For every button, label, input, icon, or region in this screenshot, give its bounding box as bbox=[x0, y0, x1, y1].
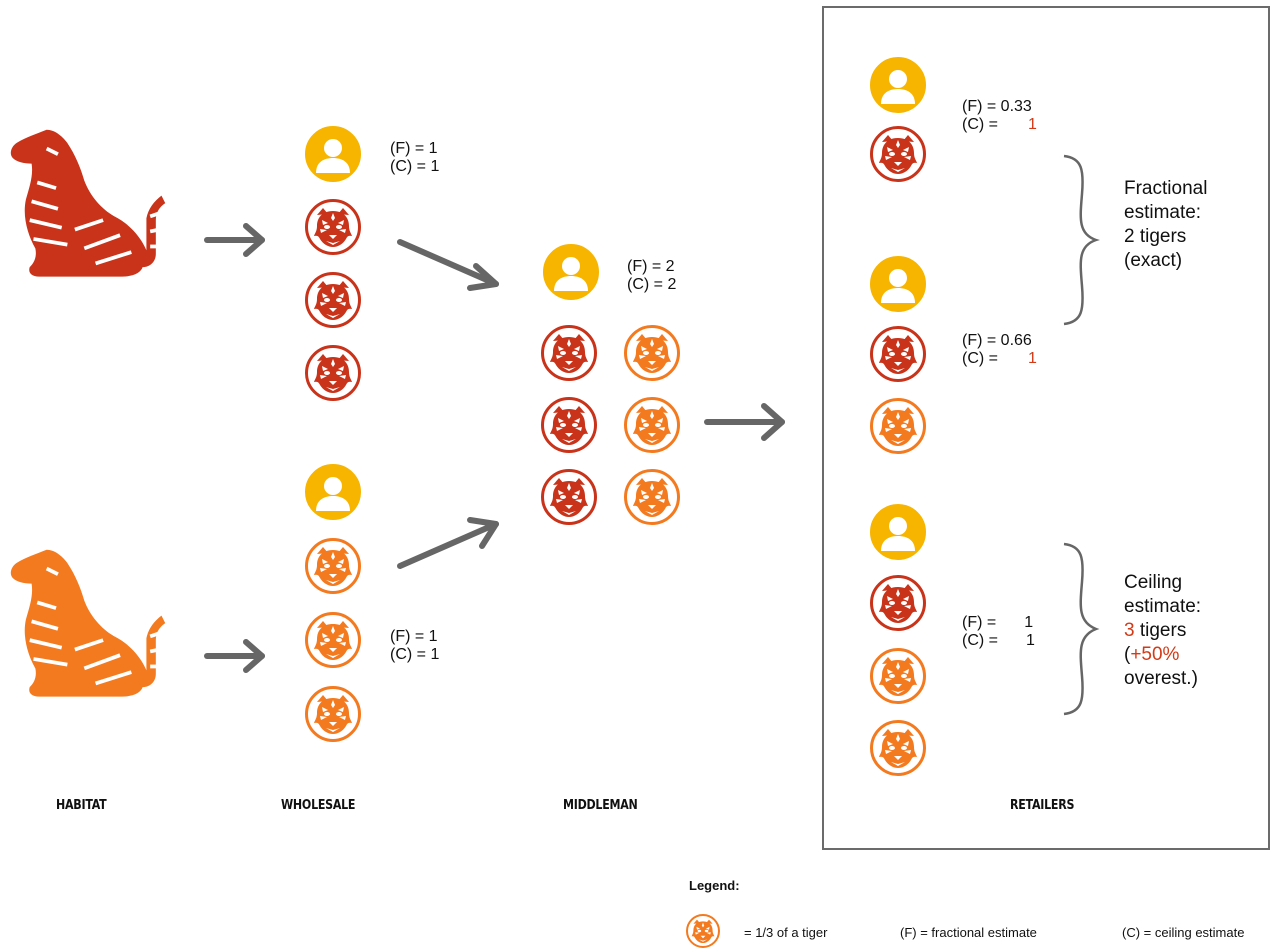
arrow-icon bbox=[397, 239, 499, 291]
fractional-summary-line: (exact) bbox=[1124, 250, 1183, 271]
tiger-face-icon bbox=[305, 345, 361, 401]
stage-label-retailers: RETAILERS bbox=[1010, 798, 1075, 813]
fractional-value: (F) = 2 bbox=[627, 258, 675, 275]
retailer-2-estimate: (F) = 0.66 (C) = 1 bbox=[962, 332, 1037, 368]
tiger-face-icon bbox=[870, 398, 926, 454]
tiger-face-icon bbox=[305, 612, 361, 668]
fractional-value: (F) = 1 bbox=[390, 140, 438, 157]
ceiling-summary: Ceiling estimate: 3 tigers (+50% overest… bbox=[1124, 571, 1201, 691]
arrow-icon bbox=[397, 517, 499, 569]
wholesale-top-estimate: (F) = 1 (C) = 1 bbox=[390, 140, 439, 176]
retailers-box bbox=[822, 6, 1270, 850]
tiger-face-icon bbox=[305, 272, 361, 328]
tiger-silhouette-icon bbox=[4, 546, 174, 706]
ceiling-number: 1 bbox=[1028, 350, 1037, 367]
ceiling-summary-line: (+50% bbox=[1124, 643, 1201, 667]
person-icon bbox=[305, 126, 361, 182]
legend-tiger-unit: = 1/3 of a tiger bbox=[744, 925, 828, 940]
ceiling-count-suffix: tigers bbox=[1134, 620, 1187, 641]
fractional-number: 1 bbox=[1024, 614, 1034, 631]
middleman-estimate: (F) = 2 (C) = 2 bbox=[627, 258, 676, 294]
tiger-face-icon bbox=[305, 686, 361, 742]
fractional-summary-line: 2 tigers bbox=[1124, 226, 1187, 247]
tiger-face-icon bbox=[541, 469, 597, 525]
ceiling-number: 1 bbox=[1028, 116, 1037, 133]
ceiling-summary-line: 3 tigers bbox=[1124, 619, 1201, 643]
ceiling-summary-line: overest.) bbox=[1124, 668, 1198, 689]
ceiling-value: (C) = 1 bbox=[962, 632, 1035, 650]
fractional-value: (F) = 1 bbox=[390, 628, 438, 645]
legend-ceiling: (C) = ceiling estimate bbox=[1122, 925, 1245, 940]
tiger-face-icon bbox=[624, 469, 680, 525]
fractional-value: (F) = 0.66 bbox=[962, 332, 1032, 349]
overest-percent: +50% bbox=[1130, 644, 1180, 665]
tiger-face-icon bbox=[686, 914, 720, 948]
wholesale-bottom-estimate: (F) = 1 (C) = 1 bbox=[390, 628, 439, 664]
stage-label-wholesale: WHOLESALE bbox=[281, 798, 356, 813]
ceiling-summary-line: Ceiling bbox=[1124, 572, 1183, 593]
tiger-face-icon bbox=[624, 397, 680, 453]
ceiling-value: (C) = 1 bbox=[962, 116, 1037, 134]
person-icon bbox=[305, 464, 361, 520]
tiger-face-icon bbox=[305, 538, 361, 594]
person-icon bbox=[870, 256, 926, 312]
tiger-face-icon bbox=[541, 325, 597, 381]
legend-title: Legend: bbox=[689, 878, 740, 893]
fractional-value: (F) = 0.33 bbox=[962, 98, 1032, 115]
fractional-summary: Fractional estimate: 2 tigers (exact) bbox=[1124, 177, 1207, 273]
tiger-face-icon bbox=[870, 648, 926, 704]
curly-brace-icon bbox=[1063, 154, 1100, 326]
ceiling-value: (C) = 1 bbox=[962, 350, 1037, 368]
ceiling-label: (C) = bbox=[962, 632, 998, 649]
legend-fractional: (F) = fractional estimate bbox=[900, 925, 1037, 940]
person-icon bbox=[870, 57, 926, 113]
retailer-3-estimate: (F) = 1 (C) = 1 bbox=[962, 614, 1035, 650]
tiger-face-icon bbox=[624, 325, 680, 381]
tiger-face-icon bbox=[305, 199, 361, 255]
ceiling-value: (C) = 1 bbox=[390, 158, 440, 175]
ceiling-label: (C) = bbox=[962, 116, 998, 133]
person-icon bbox=[543, 244, 599, 300]
tiger-face-icon bbox=[870, 126, 926, 182]
arrow-icon bbox=[704, 403, 785, 441]
tiger-face-icon bbox=[541, 397, 597, 453]
ceiling-summary-line: estimate: bbox=[1124, 596, 1202, 617]
arrow-icon bbox=[204, 639, 265, 673]
tiger-face-icon bbox=[870, 326, 926, 382]
tiger-silhouette-icon bbox=[4, 126, 174, 286]
ceiling-label: (C) = bbox=[962, 350, 998, 367]
stage-label-habitat: HABITAT bbox=[56, 798, 107, 813]
ceiling-number: 1 bbox=[1026, 632, 1035, 649]
overest-open: ( bbox=[1124, 644, 1131, 665]
stage-label-middleman: MIDDLEMAN bbox=[563, 798, 638, 813]
fractional-summary-line: estimate: bbox=[1124, 202, 1202, 223]
person-icon bbox=[870, 504, 926, 560]
arrow-icon bbox=[204, 223, 265, 257]
ceiling-count: 3 bbox=[1124, 620, 1135, 641]
tiger-face-icon bbox=[870, 575, 926, 631]
fractional-label: (F) = bbox=[962, 614, 997, 631]
fractional-value: (F) = 1 bbox=[962, 614, 1035, 632]
ceiling-value: (C) = 2 bbox=[627, 276, 677, 293]
ceiling-value: (C) = 1 bbox=[390, 646, 440, 663]
retailer-1-estimate: (F) = 0.33 (C) = 1 bbox=[962, 98, 1037, 134]
curly-brace-icon bbox=[1063, 542, 1100, 716]
fractional-summary-line: Fractional bbox=[1124, 178, 1208, 199]
tiger-face-icon bbox=[870, 720, 926, 776]
